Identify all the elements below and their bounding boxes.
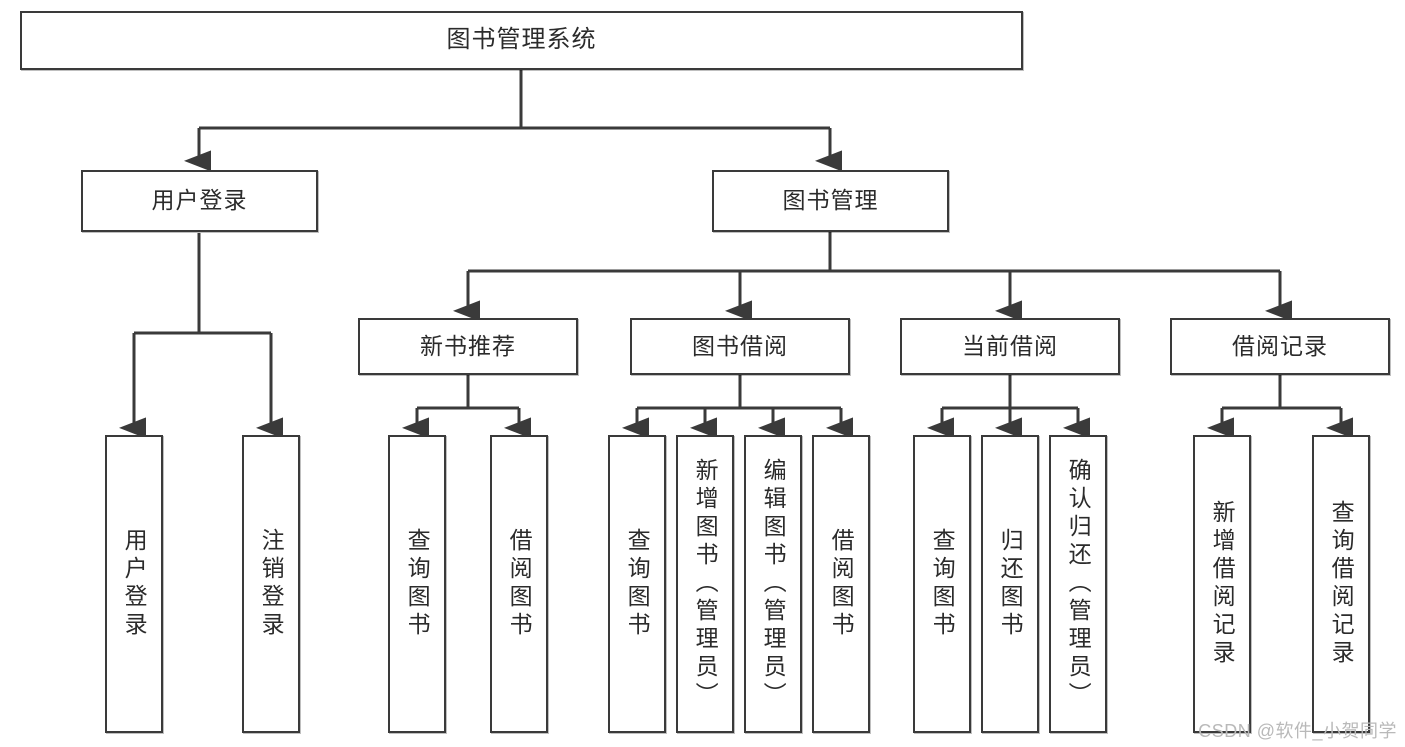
node-label: 新书推荐 bbox=[420, 332, 516, 359]
node-label: 查询图书 bbox=[624, 528, 651, 640]
leaf-current-borrow-confirm-return[interactable]: 确认归还（管理员） bbox=[1049, 435, 1107, 733]
leaf-book-borrow-query[interactable]: 查询图书 bbox=[608, 435, 666, 733]
node-label: 新增借阅记录 bbox=[1209, 500, 1236, 668]
leaf-user-login-logout[interactable]: 注销登录 bbox=[242, 435, 300, 733]
leaf-borrow-record-query[interactable]: 查询借阅记录 bbox=[1312, 435, 1370, 733]
node-new-book-recommend[interactable]: 新书推荐 bbox=[358, 318, 578, 375]
node-label: 图书管理系统 bbox=[446, 26, 597, 54]
node-label: 借阅图书 bbox=[506, 528, 533, 640]
leaf-user-login-login[interactable]: 用户登录 bbox=[105, 435, 163, 733]
node-label: 图书借阅 bbox=[692, 332, 788, 359]
leaf-current-borrow-return[interactable]: 归还图书 bbox=[981, 435, 1039, 733]
node-label: 归还图书 bbox=[997, 528, 1024, 640]
node-book-borrow[interactable]: 图书借阅 bbox=[630, 318, 850, 375]
node-label: 用户登录 bbox=[121, 528, 148, 640]
node-current-borrow[interactable]: 当前借阅 bbox=[900, 318, 1120, 375]
leaf-borrow-record-add[interactable]: 新增借阅记录 bbox=[1193, 435, 1251, 733]
node-label: 用户登录 bbox=[151, 187, 248, 214]
node-label: 查询图书 bbox=[929, 528, 956, 640]
node-book-management[interactable]: 图书管理 bbox=[712, 170, 949, 232]
node-label: 查询图书 bbox=[404, 528, 431, 640]
leaf-book-borrow-edit[interactable]: 编辑图书（管理员） bbox=[744, 435, 802, 733]
leaf-new-book-query[interactable]: 查询图书 bbox=[388, 435, 446, 733]
node-label: 图书管理 bbox=[782, 187, 879, 214]
node-label: 查询借阅记录 bbox=[1328, 500, 1355, 668]
node-label: 借阅记录 bbox=[1232, 332, 1328, 359]
leaf-new-book-borrow[interactable]: 借阅图书 bbox=[490, 435, 548, 733]
watermark-text: CSDN @软件_小贺同学 bbox=[1198, 721, 1397, 741]
leaf-book-borrow-add[interactable]: 新增图书（管理员） bbox=[676, 435, 734, 733]
leaf-current-borrow-query[interactable]: 查询图书 bbox=[913, 435, 971, 733]
node-label: 当前借阅 bbox=[962, 332, 1058, 359]
node-label: 借阅图书 bbox=[828, 528, 855, 640]
node-label: 新增图书（管理员） bbox=[692, 458, 719, 710]
node-label: 注销登录 bbox=[258, 528, 285, 640]
node-root-system[interactable]: 图书管理系统 bbox=[20, 11, 1023, 70]
leaf-book-borrow-borrow[interactable]: 借阅图书 bbox=[812, 435, 870, 733]
node-borrow-record[interactable]: 借阅记录 bbox=[1170, 318, 1390, 375]
node-label: 编辑图书（管理员） bbox=[760, 458, 787, 710]
node-label: 确认归还（管理员） bbox=[1065, 458, 1092, 710]
node-user-login[interactable]: 用户登录 bbox=[81, 170, 318, 232]
